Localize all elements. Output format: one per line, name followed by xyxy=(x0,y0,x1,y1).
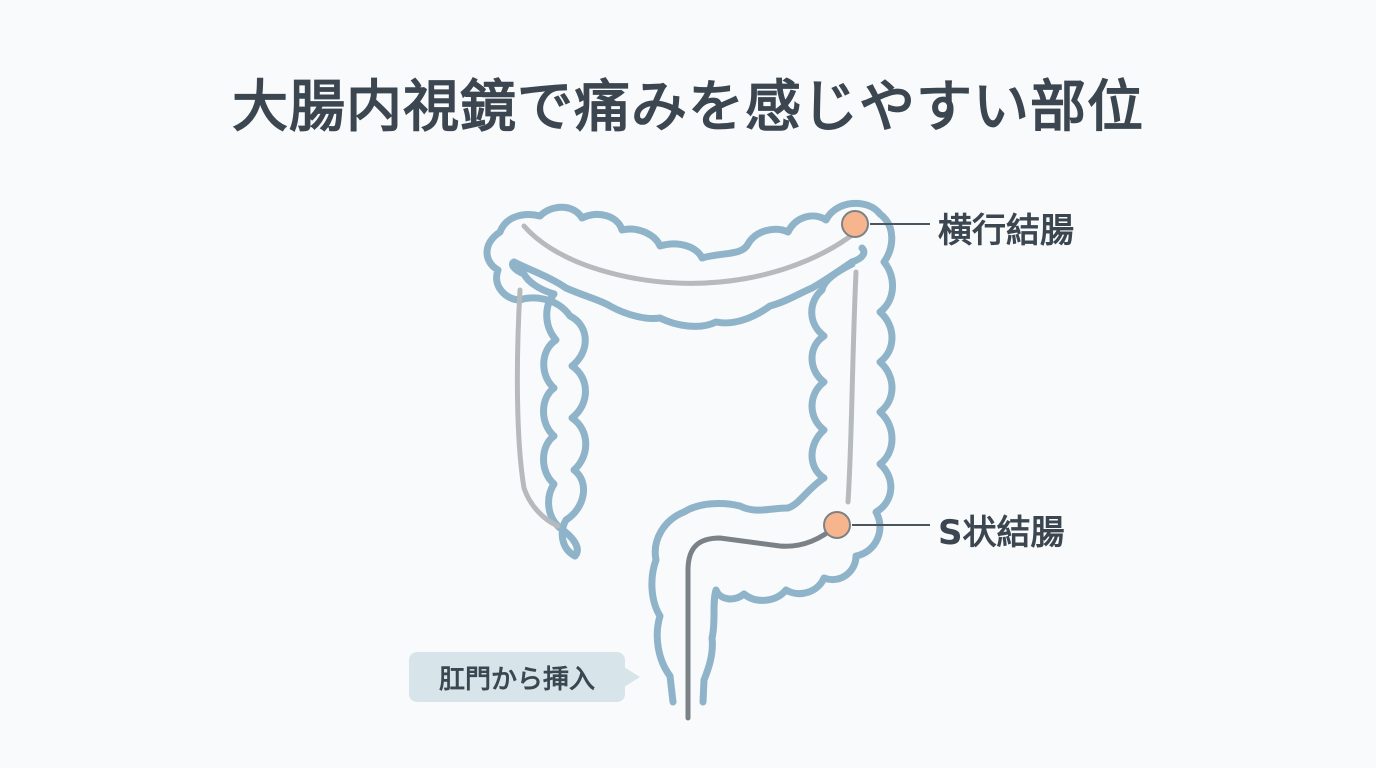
scope-path-descending xyxy=(845,269,859,505)
insertion-callout: 肛門から挿入 xyxy=(409,652,625,702)
scope-path-transverse xyxy=(521,223,859,286)
colon-outer-contour xyxy=(483,199,896,706)
scope-path-ahead xyxy=(514,223,859,529)
colon-outline xyxy=(483,199,896,706)
label-transverse-colon: 横行結腸 xyxy=(938,211,1074,251)
pain-point-transverse xyxy=(841,210,869,238)
callout-tail xyxy=(624,667,640,687)
scope-path-ascending xyxy=(514,287,561,529)
label-sigmoid-colon: S状結腸 xyxy=(938,513,1065,553)
scope-tube-inserted xyxy=(685,523,839,721)
pain-point-sigmoid xyxy=(823,511,851,539)
page-title: 大腸内視鏡で痛みを感じやすい部位 xyxy=(232,75,1144,140)
colon-inner-contour xyxy=(509,244,868,706)
